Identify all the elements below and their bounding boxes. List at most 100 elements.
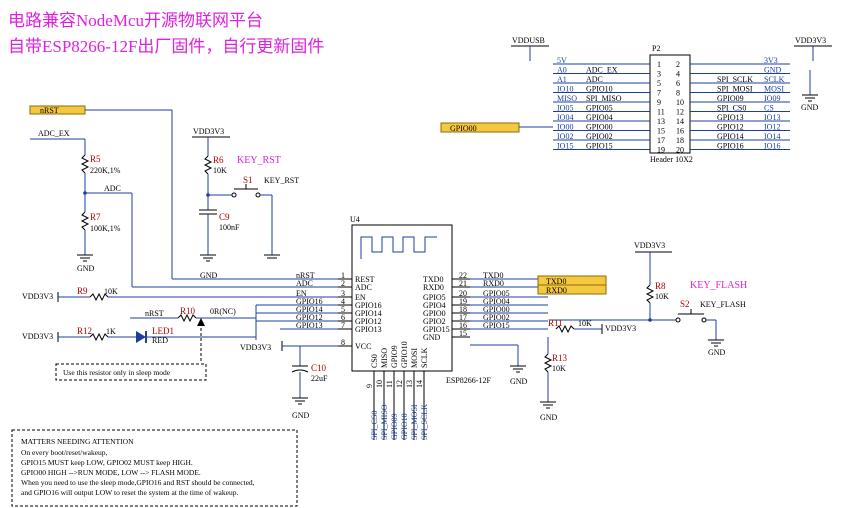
p2-right-net-5: CS xyxy=(764,104,774,113)
u4-left-name-0: REST xyxy=(355,275,375,284)
p2-left-label-6: GPIO04 xyxy=(586,113,613,122)
u4-left-pin-5: 6 xyxy=(341,313,345,322)
gnd-c10: GND xyxy=(292,411,310,420)
p2-right-label-5: SPI_CS0 xyxy=(717,104,746,113)
r13-value: 10K xyxy=(552,364,566,373)
en-led-circuit: VDD3V3 R9 10K nRST R10 0R(NC) VDD3V3 R12… xyxy=(22,286,338,420)
u4-left-name-1: ADC xyxy=(355,283,372,292)
r8-ref: R8 xyxy=(655,281,666,291)
p2-right-label-4: GPIO09 xyxy=(717,94,744,103)
u4-right-pin-1: 21 xyxy=(459,279,467,288)
p2-right-pin-1: 4 xyxy=(676,70,680,79)
p2-left-label-9: GPIO15 xyxy=(586,142,613,151)
p2-right-net-8: IO14 xyxy=(764,132,780,141)
vdd3v3-r9: VDD3V3 xyxy=(22,292,53,301)
p2-right-label-7: GPIO12 xyxy=(717,123,744,132)
p2-left-label-4: SPI_MISO xyxy=(586,94,622,103)
u4-left-name-3: GPIO16 xyxy=(355,301,382,310)
p2-left-net-2: A1 xyxy=(557,75,567,84)
u4-left-pin-2: 3 xyxy=(341,289,345,298)
u4-left-net-1: ADC xyxy=(296,279,313,288)
u4-bottom-name-0: CS0 xyxy=(370,354,379,368)
u4-left-net-6: GPIO13 xyxy=(296,321,323,330)
u4-bottom-pin-5: 14 xyxy=(415,380,424,388)
u4-bottom-pin-0: 9 xyxy=(365,384,374,388)
c9-value: 100nF xyxy=(219,223,240,232)
p2-left-pin-0: 1 xyxy=(657,60,661,69)
p2-right-pin-7: 16 xyxy=(676,127,684,136)
c10-value: 22uF xyxy=(311,374,328,383)
u4-right-net-3: GPIO04 xyxy=(483,297,510,306)
gnd-u4: GND xyxy=(510,377,528,386)
u4-right-name-3: GPIO4 xyxy=(423,301,446,310)
r11-value: 10K xyxy=(578,319,592,328)
p2-right-pin-2: 6 xyxy=(676,79,680,88)
p2-left-net-8: IO02 xyxy=(557,132,573,141)
p2-left-net-0: 5V xyxy=(557,56,567,65)
p2-right-net-9: IO16 xyxy=(764,142,780,151)
sleep-note-box xyxy=(55,363,207,381)
r9-ref: R9 xyxy=(77,286,88,296)
u4-left-name-6: GPIO13 xyxy=(355,325,382,334)
txd0-flag-text: TXD0 xyxy=(546,277,566,286)
p2-right-pin-8: 18 xyxy=(676,136,684,145)
p2-right-label-9: GPIO16 xyxy=(717,142,744,151)
attention-line-2: GPIO15 MUST keep LOW, GPIO02 MUST keep H… xyxy=(21,458,193,467)
u4-bottom-pin-1: 10 xyxy=(375,380,384,388)
u4-right-pin-4: 18 xyxy=(459,305,467,314)
p2-right-pin-0: 2 xyxy=(676,60,680,69)
gnd-r7: GND xyxy=(77,264,95,273)
adc-divider: nRST ADC_EX R5 220K,1% ADC R7 100K,1% GN… xyxy=(29,105,338,288)
p2-right-pin-5: 12 xyxy=(676,108,684,117)
r12-value: 1K xyxy=(106,327,116,336)
vdd3v3-r6: VDD3V3 xyxy=(193,127,224,136)
u4-bottom-pin-3: 12 xyxy=(395,380,404,388)
rxd0-flag xyxy=(537,284,607,295)
r10-value: 0R(NC) xyxy=(210,307,236,316)
vdd3v3-vcc: VDD3V3 xyxy=(240,343,271,352)
gnd-c9: GND xyxy=(200,271,218,280)
p2-right-net-7: IO12 xyxy=(764,123,780,132)
p2-left-net-6: IO04 xyxy=(557,113,573,122)
u4-name: ESP8266-12F xyxy=(446,376,491,385)
r9-value: 10K xyxy=(104,287,118,296)
p2-right-pin-9: 20 xyxy=(676,146,684,155)
nrst-label-2: nRST xyxy=(145,309,164,318)
gnd-p2: GND xyxy=(801,103,819,112)
p2-left-label-5: GPIO05 xyxy=(586,104,613,113)
p2-left-net-7: IO00 xyxy=(557,123,573,132)
u4-body xyxy=(351,224,453,372)
r10-ref: R10 xyxy=(180,306,196,316)
u4-bottom-name-5: SCLK xyxy=(420,347,429,368)
s1-label: KEY_RST xyxy=(264,176,299,185)
u4-ref: U4 xyxy=(350,215,360,224)
p2-left-net-4: MISO xyxy=(557,94,577,103)
u4-left-pin-7: 8 xyxy=(341,338,345,347)
p2-left-label-7: GPIO00 xyxy=(586,123,613,132)
gpio00-flag-text: GPIO00 xyxy=(450,124,477,133)
attention-note: MATTERS NEEDING ATTENTION On every boot/… xyxy=(11,429,298,507)
r12-ref: R12 xyxy=(77,326,92,336)
r7-value: 100K,1% xyxy=(90,224,121,233)
p2-ref: P2 xyxy=(652,44,660,53)
u4-right-net-6: GPIO15 xyxy=(483,321,510,330)
u4-left-name-4: GPIO14 xyxy=(355,309,382,318)
adc-net-label: ADC xyxy=(104,184,121,193)
p2-right-net-6: IO13 xyxy=(764,113,780,122)
s2-ref: S2 xyxy=(680,299,690,309)
attention-line-5: and GPIO16 will output LOW to reset the … xyxy=(21,488,238,497)
u4-bottom-name-3: GPIO10 xyxy=(400,341,409,368)
u4-right-net-2: GPIO05 xyxy=(483,289,510,298)
vddusb-label: VDDUSB xyxy=(512,36,545,45)
gnd-r13: GND xyxy=(540,413,558,422)
p2-left-pin-6: 13 xyxy=(657,117,665,126)
u4-right-pin-6: 16 xyxy=(459,321,467,330)
u4-right-pin-3: 19 xyxy=(459,297,467,306)
attention-box xyxy=(11,429,298,507)
u4-right-net-0: TXD0 xyxy=(483,271,503,280)
u4-right-name-0: TXD0 xyxy=(423,275,443,284)
flash-circuit: VDD3V3 R8 10K KEY_FLASH S2 KEY_FLASH GND… xyxy=(470,241,747,422)
u4-left-name-5: GPIO12 xyxy=(355,317,382,326)
